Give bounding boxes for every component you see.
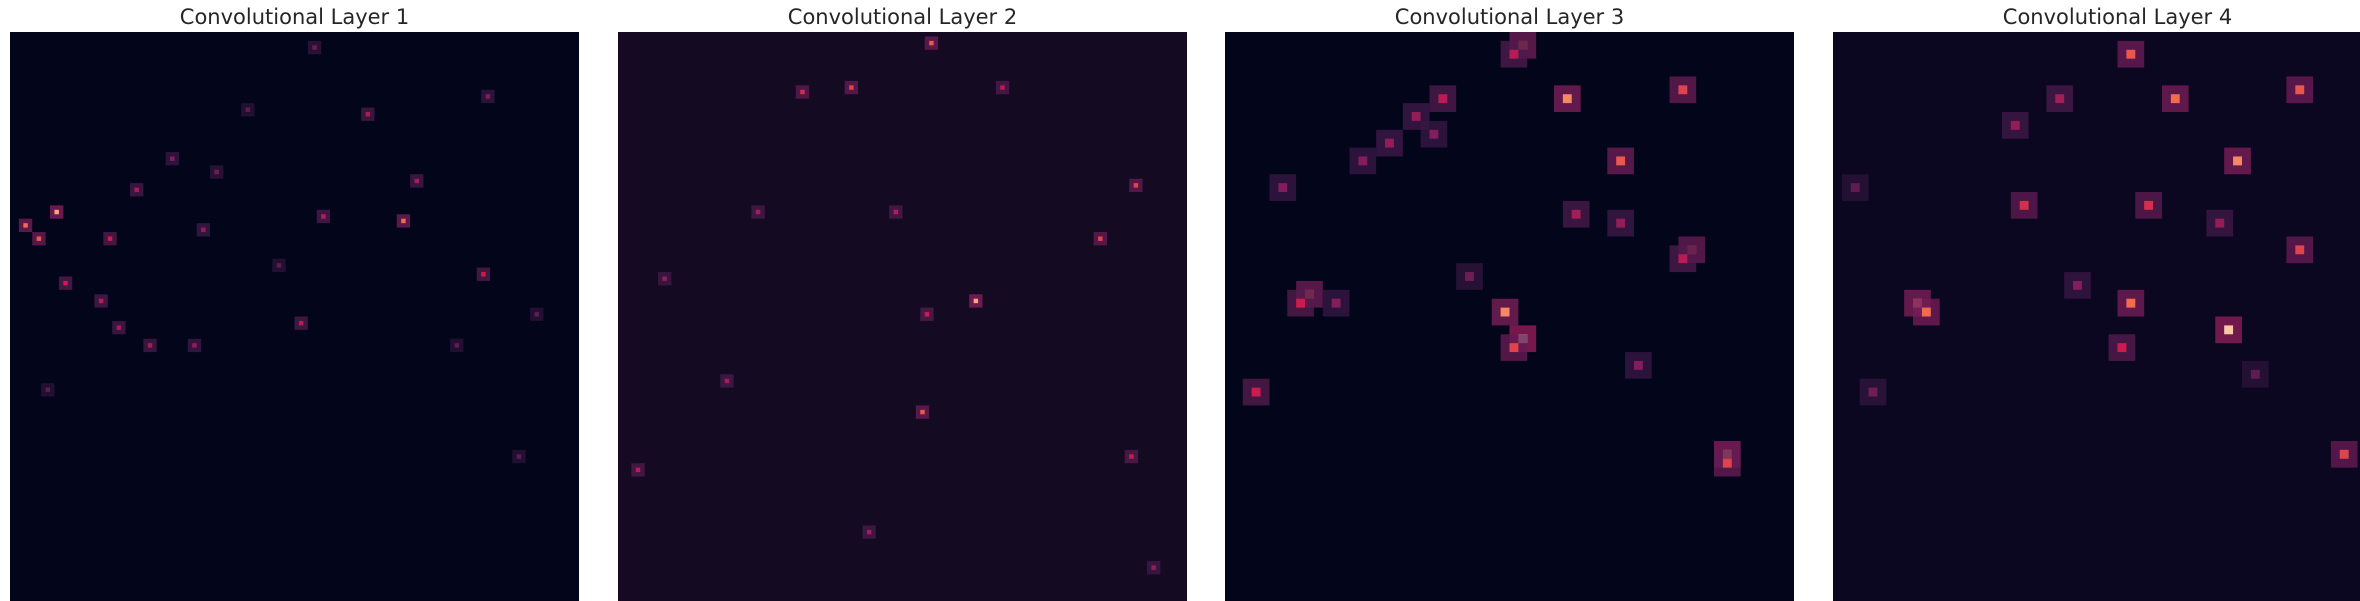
activation-cell (63, 280, 68, 286)
activation-cell (635, 467, 641, 473)
activation-cell (1500, 307, 1510, 317)
activation-cell (401, 218, 406, 224)
activation-cell (1722, 458, 1732, 468)
activation-cell (1633, 360, 1643, 370)
activation-cell (2144, 200, 2154, 210)
activation-cell (2126, 49, 2136, 59)
chart-title: Convolutional Layer 1 (179, 5, 410, 29)
activation-cell (454, 343, 459, 348)
activation-cell (1129, 454, 1134, 459)
activation-cell (662, 276, 667, 281)
activation-cell (849, 85, 854, 90)
activation-cell (54, 209, 59, 215)
activation-cell (98, 298, 104, 304)
activation-cell (1850, 183, 1860, 193)
activation-cell (214, 169, 219, 175)
activation-cell (1251, 387, 1261, 397)
activation-cell (147, 343, 153, 348)
heatmap-layer-1 (10, 32, 579, 601)
activation-cell (365, 112, 371, 117)
heatmap-background (618, 32, 1187, 601)
activation-cell (2055, 94, 2065, 104)
activation-cell (1678, 254, 1688, 264)
activation-cell (23, 223, 28, 228)
panel-layer-4: Convolutional Layer 4 (1833, 0, 2360, 601)
activation-cell (2339, 449, 2349, 459)
activation-cell (1465, 272, 1474, 281)
activation-cell (1509, 49, 1519, 59)
activation-cell (800, 89, 805, 95)
activation-cell (1358, 156, 1368, 166)
activation-cell (192, 343, 197, 348)
activation-cell (1385, 138, 1394, 148)
activation-cell (2233, 156, 2242, 166)
panel-layer-3: Convolutional Layer 3 (1225, 0, 1794, 601)
activation-cell (201, 227, 206, 233)
activation-cell (1616, 156, 1626, 166)
activation-cell (1331, 298, 1341, 308)
activation-cell (2250, 369, 2260, 379)
activation-cell (245, 107, 251, 113)
activation-cell (481, 272, 486, 277)
activation-cell (134, 187, 139, 193)
activation-cell (485, 94, 491, 99)
activation-cell (755, 209, 761, 215)
activation-cell (1296, 298, 1306, 308)
activation-cell (1868, 387, 1878, 397)
activation-cell (2073, 280, 2082, 290)
activation-cell (1098, 236, 1103, 241)
activation-cell (1678, 85, 1688, 95)
activation-cell (929, 40, 934, 46)
activation-cell (1509, 343, 1519, 353)
activation-cell (276, 263, 282, 268)
activation-cell (1429, 129, 1439, 139)
activation-cell (724, 378, 730, 384)
activation-cell (116, 325, 122, 330)
heatmap-layer-4 (1833, 32, 2360, 601)
activation-cell (170, 156, 175, 161)
activation-cell (920, 409, 925, 415)
activation-cell (2215, 218, 2225, 228)
chart-title: Convolutional Layer 4 (2002, 5, 2233, 29)
activation-cell (1571, 209, 1581, 219)
activation-cell (2295, 85, 2305, 95)
activation-cell (1438, 94, 1448, 104)
activation-cell (45, 387, 51, 393)
activation-cell (2019, 200, 2029, 210)
panel-layer-1: Convolutional Layer 1 (10, 0, 579, 601)
activation-cell (1921, 307, 1931, 317)
activation-cell (1411, 112, 1421, 121)
chart-title: Convolutional Layer 2 (787, 5, 1018, 29)
activation-cell (2295, 245, 2305, 255)
activation-cell (2010, 120, 2020, 130)
panel-layer-2: Convolutional Layer 2 (618, 0, 1187, 601)
chart-title: Convolutional Layer 3 (1394, 5, 1625, 29)
activation-cell (924, 312, 930, 317)
activation-cell (2170, 94, 2180, 104)
activation-cell (298, 320, 304, 326)
activation-cell (36, 236, 42, 241)
activation-cell (2224, 325, 2234, 335)
activation-cell (1562, 94, 1572, 104)
activation-cell (107, 236, 113, 241)
activation-cell (2117, 343, 2127, 353)
activation-cell (1616, 218, 1626, 228)
activation-cell (1133, 183, 1139, 188)
activation-cell (1278, 183, 1288, 193)
activation-cell (866, 529, 872, 535)
activation-cell (312, 45, 317, 50)
heatmap-layer-2 (618, 32, 1187, 601)
activation-cell (321, 214, 326, 219)
activation-cell (1000, 85, 1005, 90)
activation-cell (893, 209, 899, 215)
activation-cell (973, 298, 979, 304)
activation-cell (1151, 565, 1156, 570)
activation-cell (534, 312, 539, 317)
heatmap-layer-3 (1225, 32, 1794, 601)
activation-cell (2126, 298, 2136, 308)
activation-cell (516, 454, 522, 459)
activation-cell (414, 178, 419, 184)
